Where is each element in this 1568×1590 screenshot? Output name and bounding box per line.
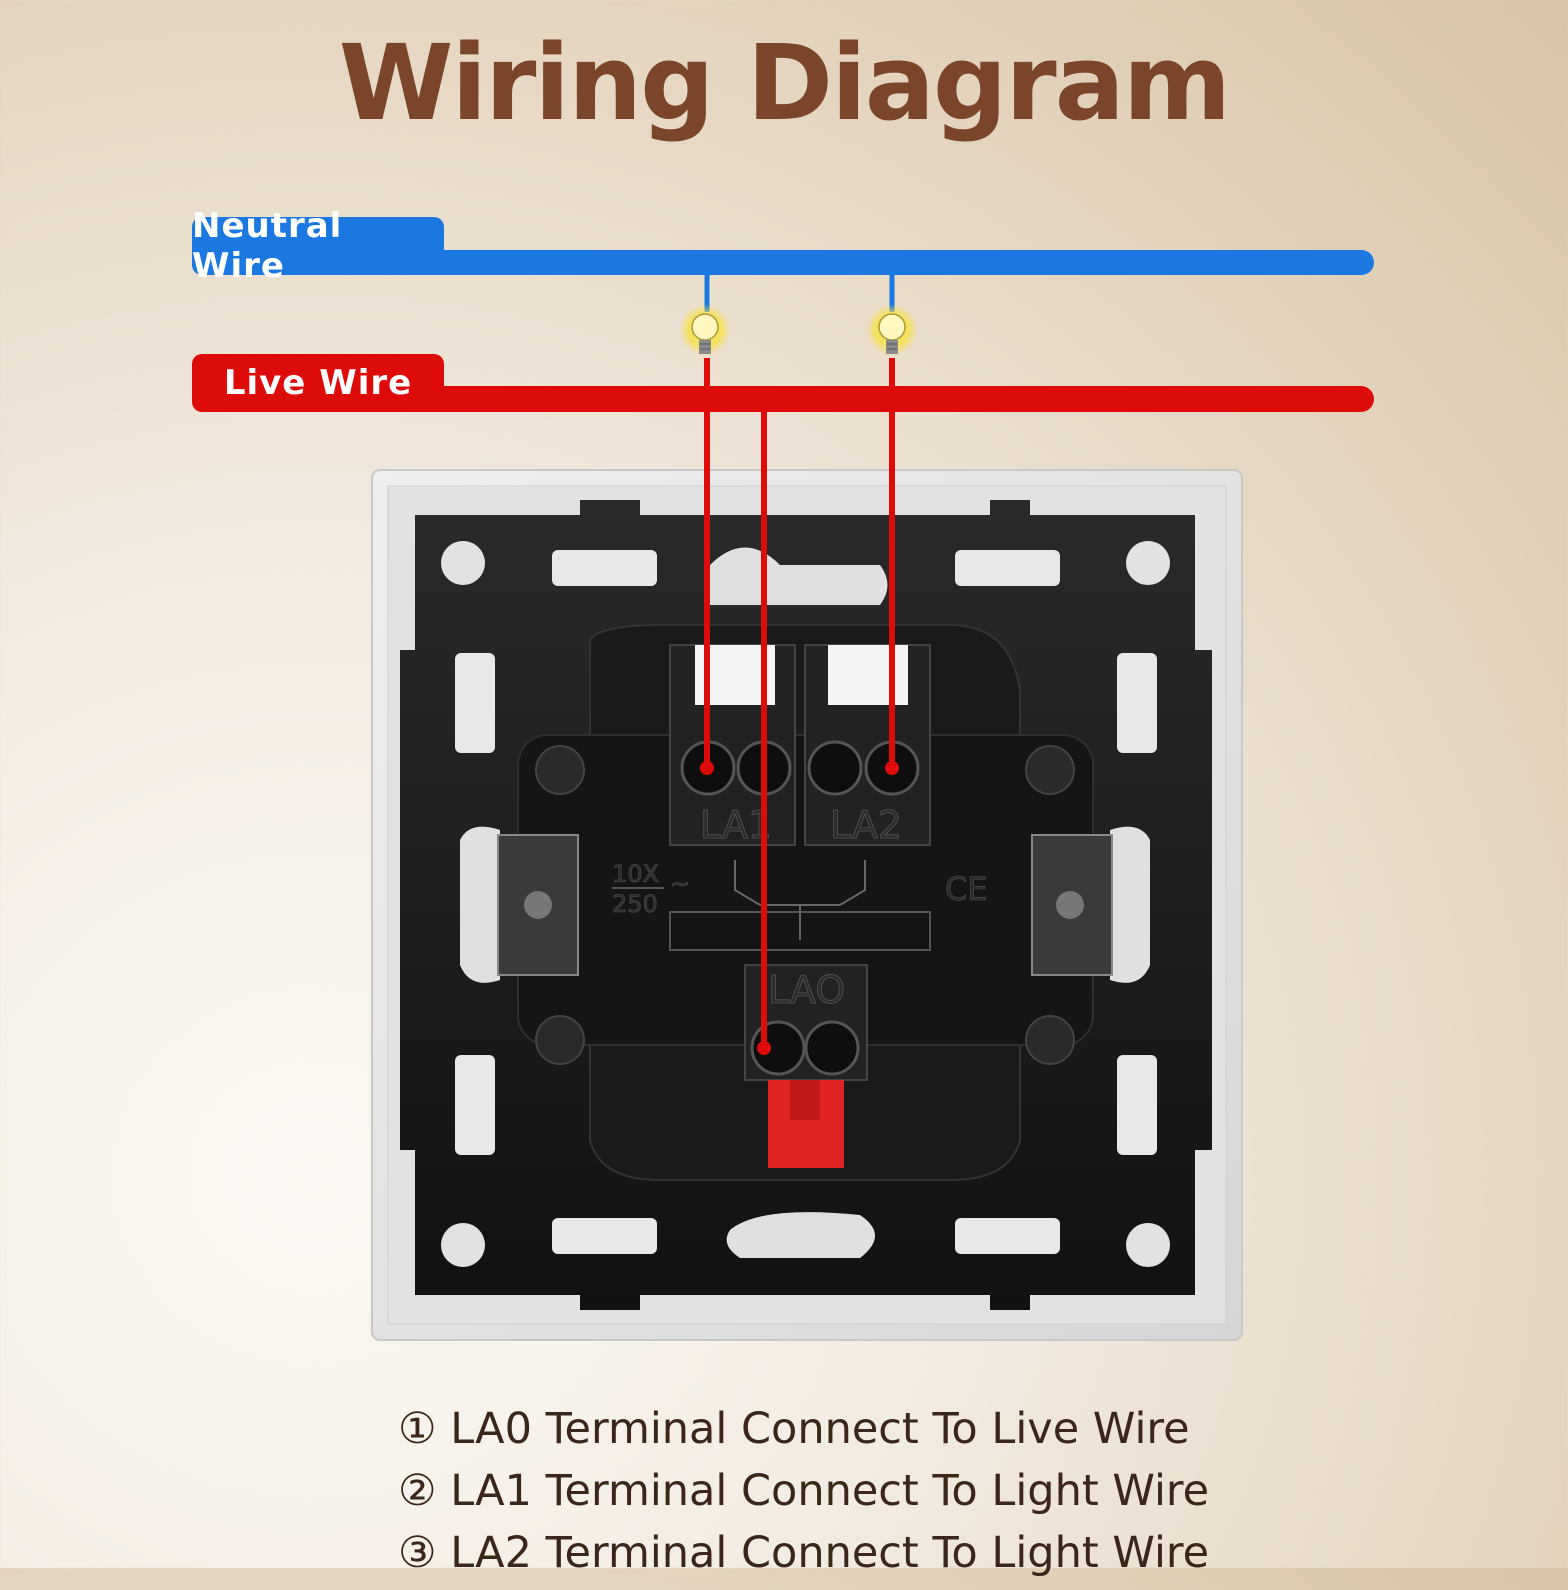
light-wires: [700, 358, 899, 775]
terminal-la2: LA2: [804, 644, 931, 847]
terminal-lao-label: LAO: [768, 968, 845, 1012]
rating-suffix: ~: [670, 870, 690, 898]
instruction-line: ③ LA2 Terminal Connect To Light Wire: [398, 1528, 1210, 1578]
terminal-lao: LAO: [744, 964, 868, 1168]
rating-top: 10X: [612, 860, 659, 888]
neutral-wire-label: Neutral Wire: [192, 206, 444, 286]
light-bulb-icon: [866, 304, 918, 356]
switch-module: [497, 624, 1113, 1181]
rating-bottom: 250: [612, 890, 658, 918]
terminal-la1-label: LA1: [700, 803, 772, 847]
page-title: Wiring Diagram: [338, 22, 1231, 144]
light-bulb-icon: [679, 304, 731, 356]
neutral-wire-bar: [430, 250, 1374, 275]
rating-marking: 10X 250 ~ CE: [612, 860, 988, 951]
live-wire-bar: [430, 386, 1374, 412]
instruction-line: ② LA1 Terminal Connect To Light Wire: [398, 1466, 1210, 1516]
terminal-la1: LA1: [669, 644, 796, 847]
ce-mark: CE: [945, 870, 988, 908]
terminal-la2-label: LA2: [830, 803, 902, 847]
neutral-drops: [704, 275, 895, 312]
live-feed-wire: [757, 410, 771, 1055]
switch-back-plate: [371, 469, 1243, 1341]
instruction-line: ① LA0 Terminal Connect To Live Wire: [398, 1404, 1190, 1454]
live-wire-label: Live Wire: [192, 354, 444, 412]
instruction-list: ① LA0 Terminal Connect To Live Wire ② LA…: [398, 1404, 1558, 1590]
